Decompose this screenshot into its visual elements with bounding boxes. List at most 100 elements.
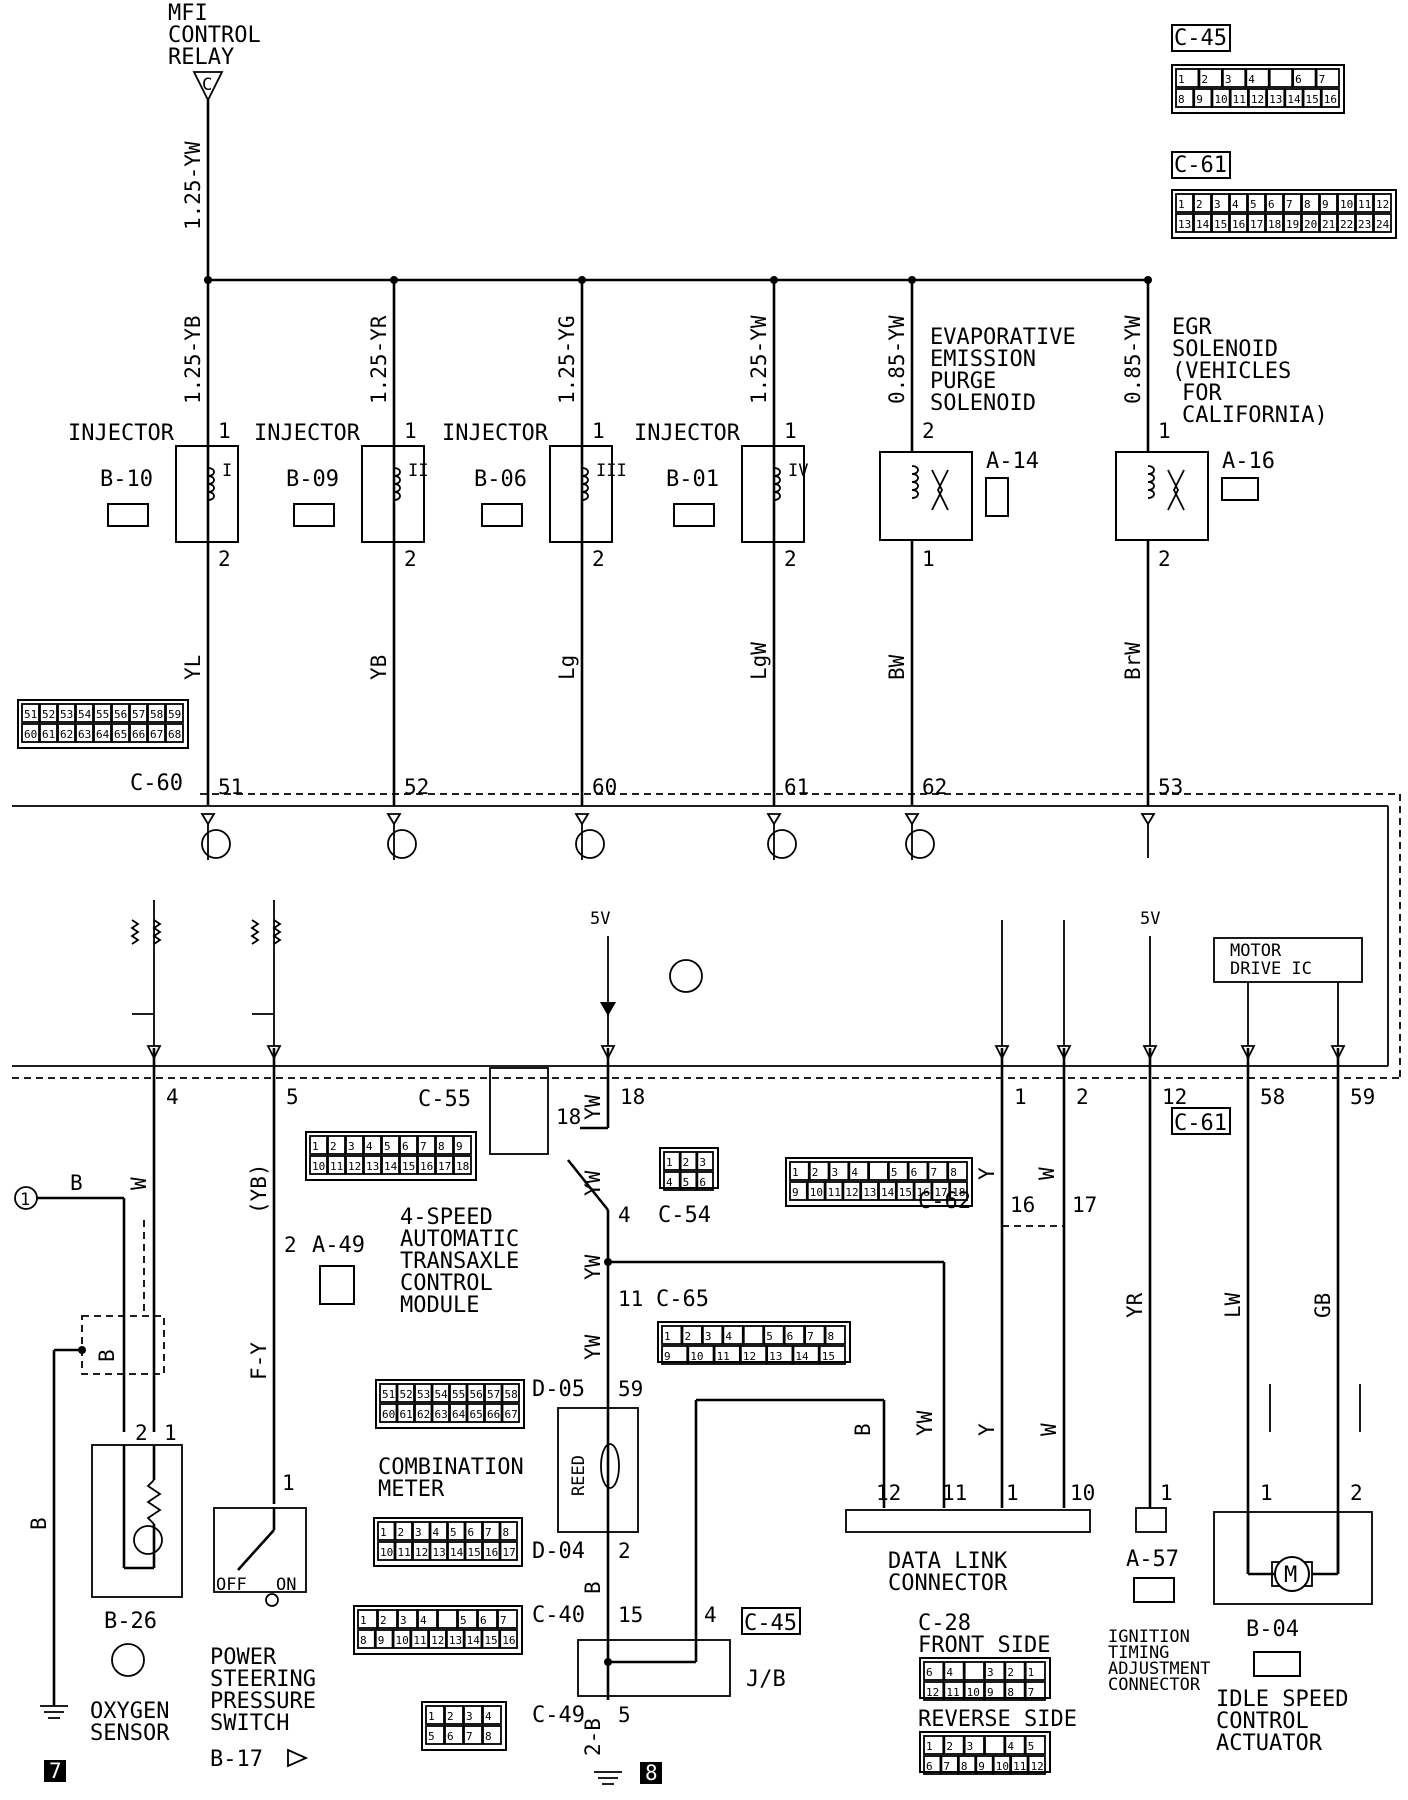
pin-cell bbox=[1024, 1661, 1046, 1681]
pin-number: 8 bbox=[1007, 1686, 1014, 1699]
pin-number: 16 bbox=[485, 1546, 498, 1559]
c62-label: C-62 bbox=[918, 1189, 971, 1214]
solenoid-body bbox=[879, 451, 973, 541]
pin-number: 2 bbox=[447, 1710, 454, 1723]
ps-on: ON bbox=[276, 1575, 296, 1595]
pin-cell bbox=[848, 1161, 870, 1181]
pin-number: 1 bbox=[1178, 73, 1185, 86]
actuator-row: 1.25-YBYL1251IINJECTORB-101.25-YRYB1252I… bbox=[68, 276, 1275, 806]
dlc-wire-w: W bbox=[1037, 1423, 1061, 1436]
pin-number: 60 bbox=[24, 728, 37, 741]
c55-label: C-55 bbox=[418, 1087, 471, 1112]
pin-triangle bbox=[1330, 1045, 1346, 1061]
connector-icon bbox=[481, 503, 523, 527]
pin-number: 15 bbox=[402, 1160, 415, 1173]
pin-number: 54 bbox=[78, 708, 92, 721]
c62-wire-w: W bbox=[1035, 1167, 1059, 1180]
driver-transistor bbox=[575, 829, 605, 859]
pin-number: 6 bbox=[402, 1140, 409, 1153]
ecu-pin-number: 59 bbox=[1350, 1085, 1375, 1109]
pin-cell bbox=[742, 1325, 765, 1345]
pin-number: 60 bbox=[382, 1408, 395, 1421]
ign-name: IGNITION TIMING ADJUSTMENT CONNECTOR bbox=[1108, 1627, 1221, 1695]
pin-cell bbox=[1175, 68, 1200, 88]
pin-cell bbox=[431, 1383, 450, 1403]
diode bbox=[600, 1002, 616, 1016]
pin-cell bbox=[766, 1345, 794, 1365]
pin-cell bbox=[943, 1735, 965, 1755]
pin-cell bbox=[1010, 1755, 1029, 1775]
ecu-internals bbox=[130, 813, 1339, 1046]
pin-cell bbox=[895, 1181, 915, 1201]
pin-number: 7 bbox=[930, 1166, 937, 1179]
pin-number: 16 bbox=[1232, 218, 1245, 231]
c62-wire-y: Y bbox=[975, 1167, 999, 1180]
pin-number: 17 bbox=[934, 1186, 947, 1199]
pin-cell bbox=[39, 723, 58, 743]
pin-number: 63 bbox=[78, 728, 91, 741]
o2-b-label: B bbox=[70, 1171, 83, 1195]
pin-cell bbox=[792, 1345, 820, 1365]
wire-color-top: 1.25-YW bbox=[747, 315, 771, 404]
pin-cell bbox=[763, 1325, 785, 1345]
pin-number: 3 bbox=[466, 1710, 473, 1723]
pin-number: 10 bbox=[396, 1634, 409, 1647]
pin-cell bbox=[57, 703, 76, 723]
pin-cell bbox=[501, 1383, 520, 1403]
pin-number: 1 bbox=[792, 1166, 799, 1179]
pin-number: 12 bbox=[1031, 1760, 1044, 1773]
pin-cell bbox=[957, 1755, 977, 1775]
pin-cell bbox=[1301, 193, 1320, 213]
pin-cell bbox=[429, 1521, 448, 1541]
pin-cell bbox=[466, 1383, 485, 1403]
pin-cell bbox=[1292, 68, 1317, 88]
c28-front: FRONT SIDE bbox=[918, 1633, 1050, 1658]
pin-cell bbox=[940, 1755, 959, 1775]
pin-cell bbox=[1265, 193, 1284, 213]
c45-label: C-45 bbox=[1174, 26, 1227, 51]
pin-cell bbox=[394, 1521, 413, 1541]
pin-cell bbox=[1175, 88, 1195, 108]
pin-number: 18 bbox=[952, 1186, 965, 1199]
pin-cell bbox=[357, 1629, 376, 1649]
pin-number: 17 bbox=[1250, 218, 1263, 231]
pin-cell bbox=[806, 1181, 826, 1201]
pin-number: 56 bbox=[114, 708, 127, 721]
pin-cell bbox=[963, 1735, 985, 1755]
pin-cell bbox=[399, 1155, 418, 1175]
dlc-name: DATA LINK CONNECTOR bbox=[888, 1549, 1020, 1596]
pin-number: 23 bbox=[1358, 218, 1371, 231]
ecu-pin-number: 1 bbox=[1014, 1085, 1027, 1109]
relay-label: MFI CONTROL RELAY bbox=[168, 1, 274, 70]
pin-number: 24 bbox=[1376, 218, 1390, 231]
ps-wire-yb: (YB) bbox=[247, 1163, 271, 1214]
pin-number: 9 bbox=[987, 1686, 994, 1699]
pin-cell bbox=[363, 1135, 382, 1155]
ps-contact bbox=[237, 1529, 275, 1571]
valve-symbol bbox=[1167, 469, 1185, 511]
pin-number: 11 bbox=[1233, 93, 1246, 106]
cylinder-number: IV bbox=[788, 461, 808, 481]
pin-number: 1 bbox=[360, 1614, 367, 1627]
pin-cell bbox=[309, 1155, 328, 1175]
b04-icon bbox=[1253, 1651, 1301, 1677]
pin-number: 53 bbox=[60, 708, 73, 721]
pin-cell bbox=[1337, 193, 1356, 213]
pin-top: 1 bbox=[1158, 419, 1171, 443]
o2-element bbox=[133, 1525, 163, 1555]
pin-cell bbox=[457, 1609, 478, 1629]
c62-pin17: 17 bbox=[1072, 1193, 1097, 1217]
pin-number: 68 bbox=[168, 728, 181, 741]
pin-cell bbox=[1266, 88, 1286, 108]
pin-number: 19 bbox=[1286, 218, 1299, 231]
pin-bottom: 2 bbox=[784, 547, 797, 571]
pin-cell bbox=[428, 1629, 447, 1649]
pin-number: 51 bbox=[24, 708, 37, 721]
pin-cell bbox=[679, 1151, 698, 1171]
pin-cell bbox=[481, 1629, 501, 1649]
ps-switch-body bbox=[213, 1507, 307, 1593]
